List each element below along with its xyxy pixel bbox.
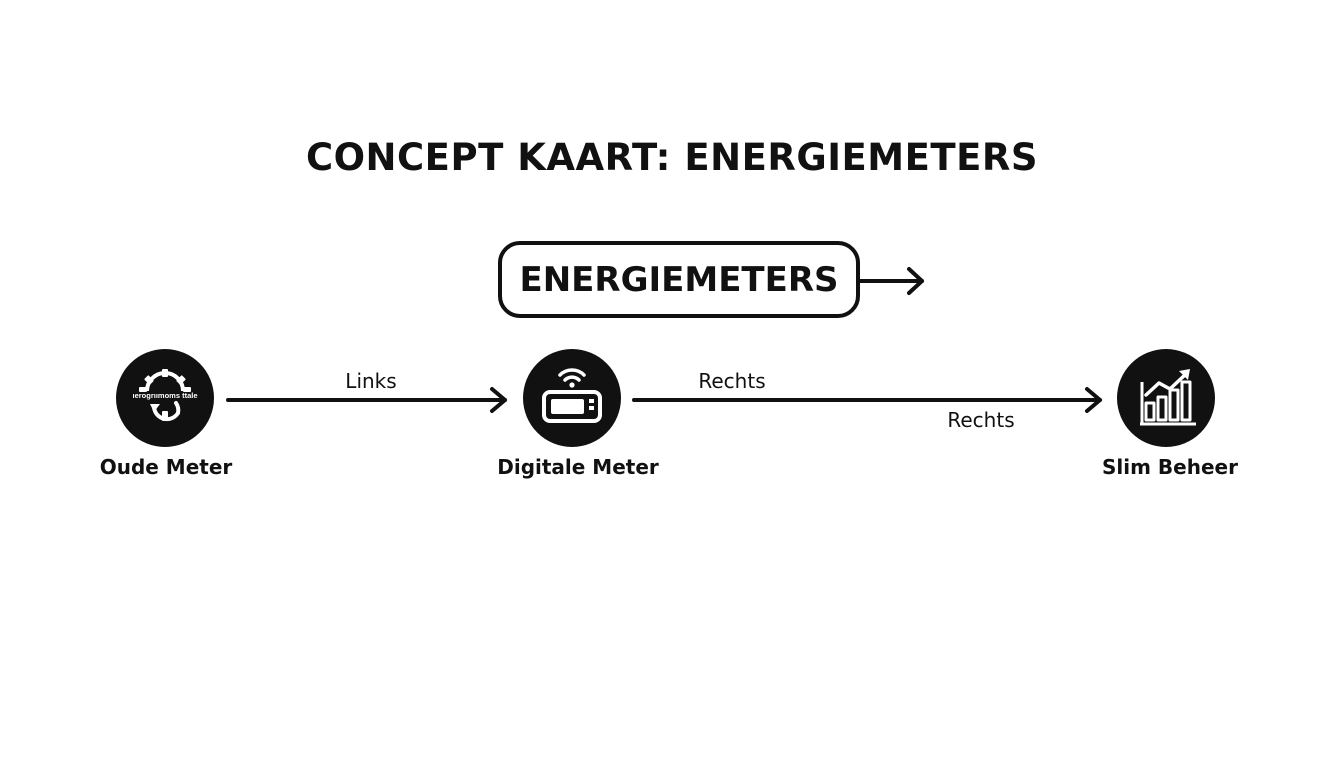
diagram-title: CONCEPT KAART: ENERGIEMETERS [305, 136, 1039, 179]
node-oude-meter: ıerogrıımoms ttale [116, 349, 214, 447]
arrow-right-icon [858, 267, 924, 295]
central-node: ENERGIEMETERS [498, 241, 860, 318]
gear-refresh-icon: ıerogrıımoms ttale [132, 369, 198, 422]
edge-label-links: Links [345, 369, 397, 393]
oude-meter-icon-text: ıerogrıımoms ttale [132, 391, 197, 400]
node-slim-beheer [1117, 349, 1215, 447]
node-label-digitale-meter: Digitale Meter [497, 455, 659, 479]
node-label-slim-beheer: Slim Beheer [1102, 455, 1238, 479]
edge-label-rechts: Rechts [698, 369, 766, 393]
central-node-label: ENERGIEMETERS [519, 259, 839, 300]
edge-label-rechts-below: Rechts [947, 408, 1015, 432]
node-digitale-meter [523, 349, 621, 447]
bar-chart-trend-icon [1140, 369, 1196, 426]
node-label-oude-meter: Oude Meter [99, 455, 233, 479]
wifi-meter-icon [542, 368, 602, 423]
